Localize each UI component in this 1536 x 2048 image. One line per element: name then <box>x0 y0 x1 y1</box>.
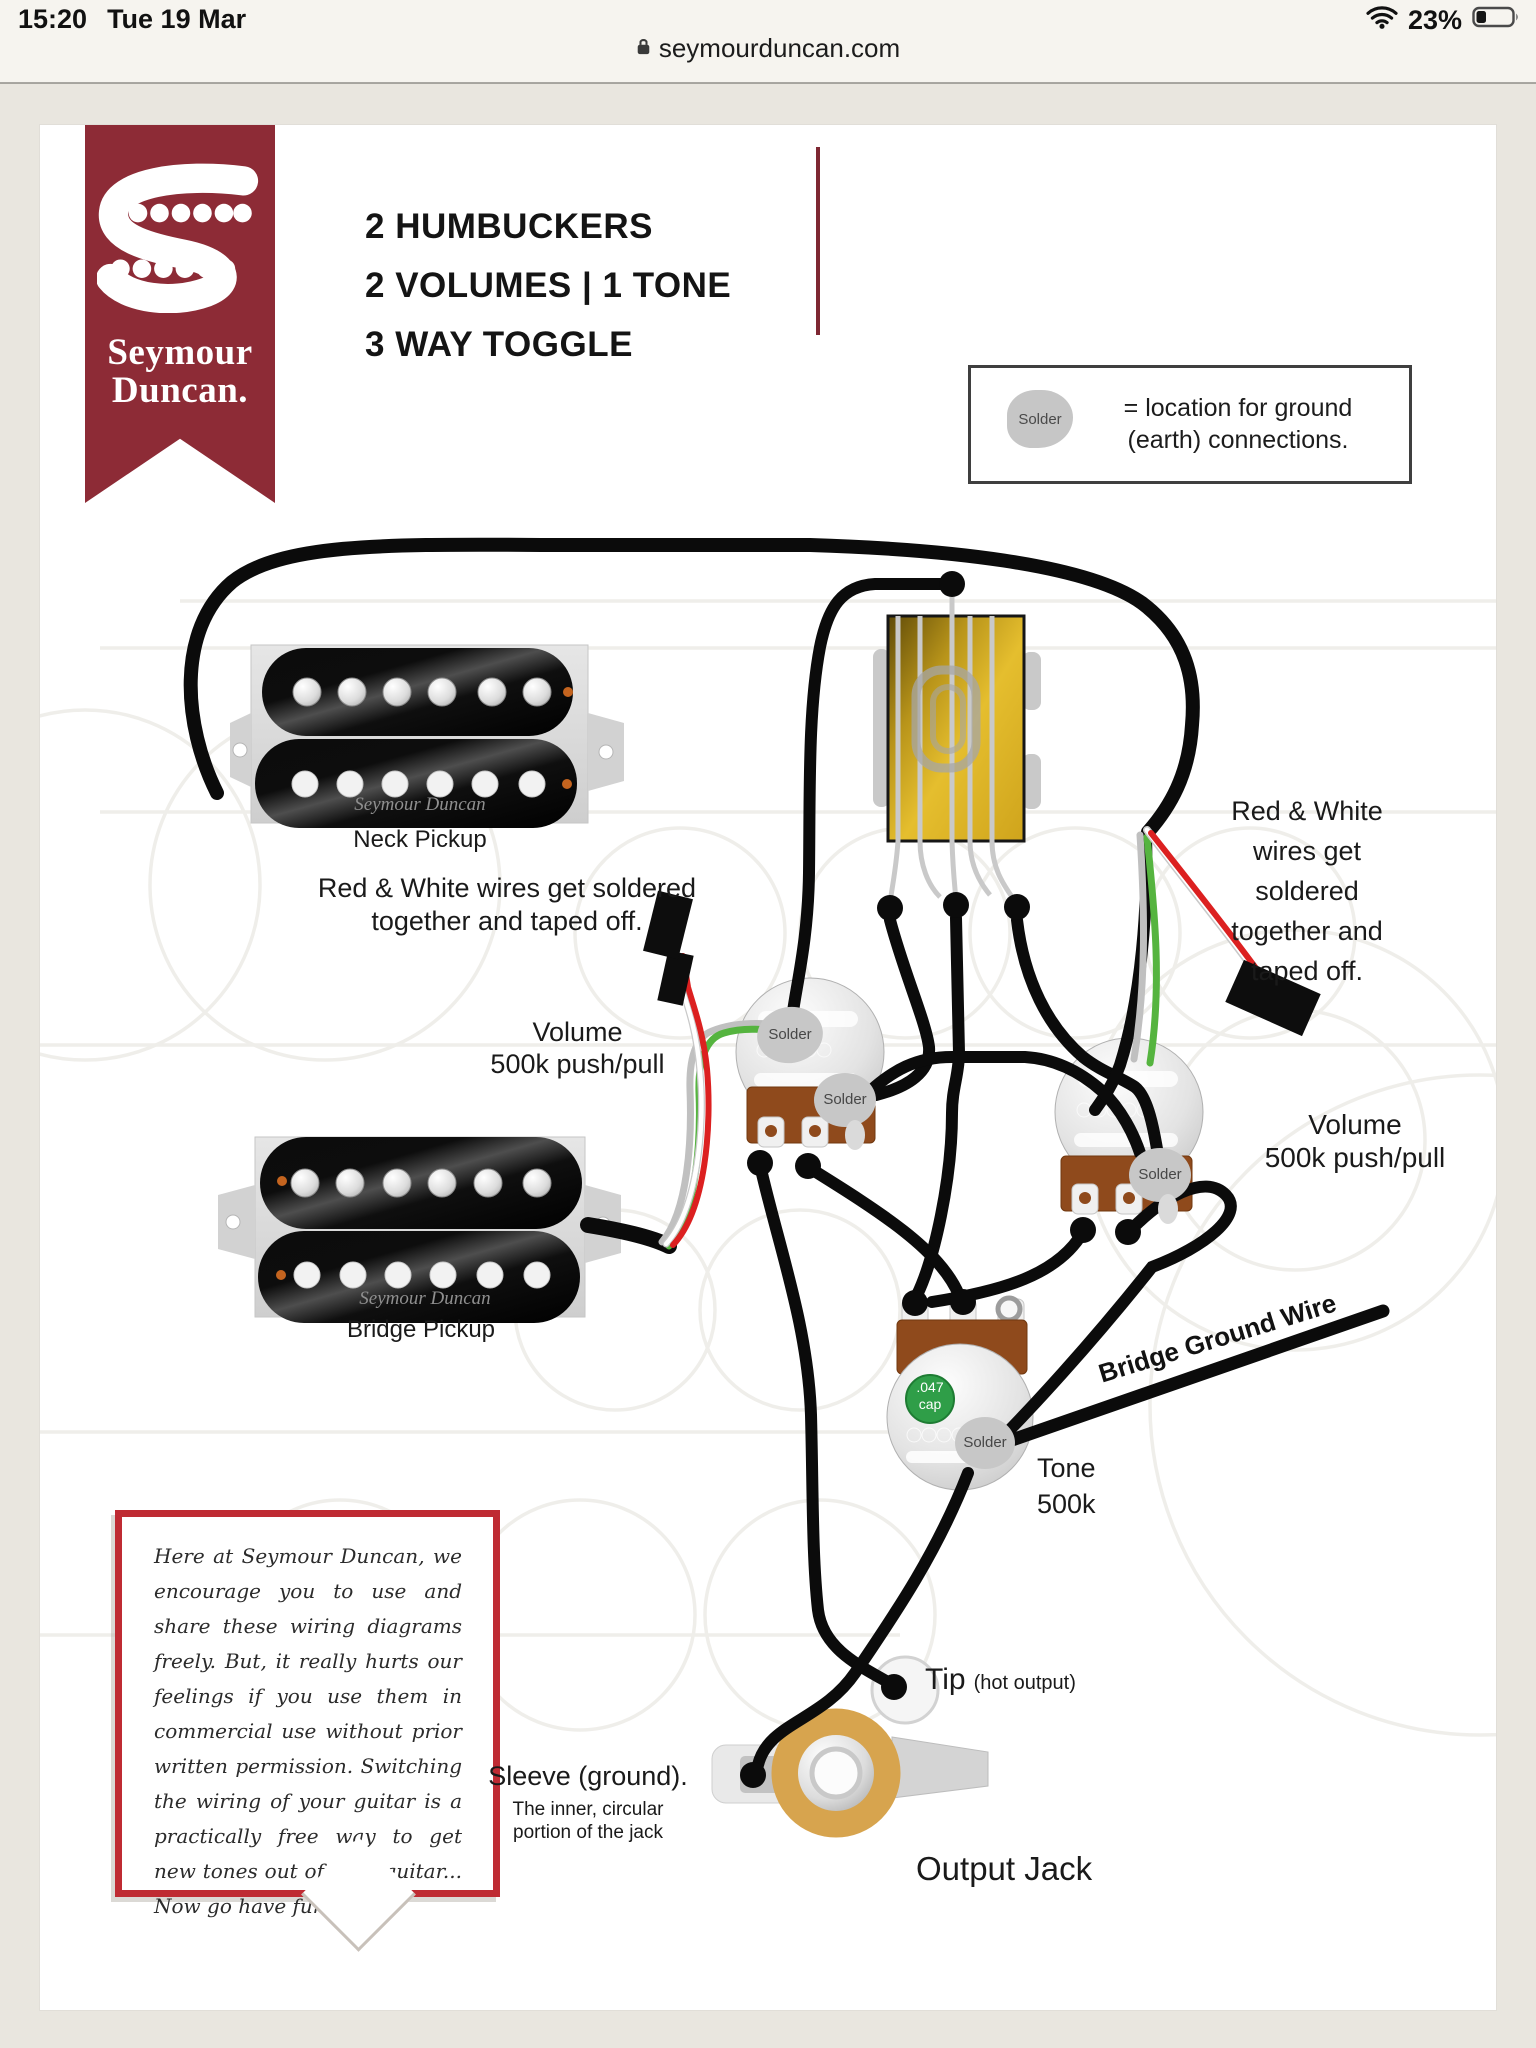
solder-label-1: Solder <box>768 1026 812 1043</box>
solder-joints <box>740 571 1141 1788</box>
capacitor-label: .047 cap <box>916 1379 944 1412</box>
output-jack-graphic <box>711 1655 989 1838</box>
hot-wire-to-tip <box>754 1159 899 1691</box>
legend-solder-blob: Solder <box>1007 390 1073 448</box>
right-volume-label: Volume 500k push/pull <box>1264 1109 1446 1173</box>
battery-percent: 23% <box>1407 5 1462 35</box>
switch-feed-wire <box>785 578 958 1033</box>
right-taped-note: Red & White wires get soldered together … <box>1231 796 1383 986</box>
solder-label-3: Solder <box>1138 1166 1182 1183</box>
address-bar[interactable]: seymourduncan.com <box>0 28 1536 68</box>
solder-legend-box: Solder = location for ground (earth) con… <box>968 365 1412 484</box>
top-chrome: 15:20 Tue 19 Mar 23% seymourduncan.com <box>0 0 1536 83</box>
tip-label: Tip (hot output) <box>925 1663 1076 1696</box>
date: Tue 19 Mar <box>107 4 247 34</box>
wifi-icon <box>1366 5 1398 36</box>
neck-pickup-brand: Seymour Duncan <box>354 794 486 815</box>
tape-blocks <box>643 890 1321 1037</box>
ground-wire-to-sleeve <box>752 1467 974 1771</box>
disclaimer-text: Here at Seymour Duncan, we encourage you… <box>154 1544 462 1918</box>
title-line3: 3 WAY TOGGLE <box>365 325 633 364</box>
url-text: seymourduncan.com <box>658 32 901 63</box>
brand-name-line2: Duncan. <box>111 370 249 411</box>
black-wires <box>183 537 1390 1771</box>
left-taped-note: Red & White wires get soldered together … <box>267 872 747 938</box>
left-volume-label: Volume 500k push/pull <box>490 1017 665 1079</box>
seymour-duncan-ribbon-logo: Seymour Duncan. <box>85 125 275 503</box>
brand-name-line1: Seymour <box>107 332 253 373</box>
neck-pickup-cable <box>183 537 1200 839</box>
bridge-pickup-caption: Bridge Pickup <box>346 1316 496 1343</box>
solder-label-2: Solder <box>823 1091 867 1108</box>
tape-block-left <box>643 890 693 960</box>
neck-pickup-graphic <box>230 644 624 828</box>
clock: 15:20 <box>18 4 88 34</box>
chrome-divider <box>0 82 1536 84</box>
solder-label-4: Solder <box>963 1434 1007 1451</box>
title-line2: 2 VOLUMES | 1 TONE <box>365 266 732 305</box>
bridge-ground-wire <box>985 1304 1390 1454</box>
wiring-diagram-page: Seymour Duncan. 2 HUMBUCKERS 2 VOLUMES |… <box>40 125 1496 2010</box>
neck-pickup-caption: Neck Pickup <box>353 826 487 853</box>
bridge-pickup-graphic <box>218 1136 621 1323</box>
lock-icon <box>636 36 651 61</box>
title-line1: 2 HUMBUCKERS <box>365 207 653 246</box>
colored-wires <box>657 826 1269 1250</box>
toggle-switch-graphic <box>873 597 1041 905</box>
diagram-title: 2 HUMBUCKERS 2 VOLUMES | 1 TONE 3 WAY TO… <box>365 197 731 374</box>
sd-s-logo-icon <box>97 163 259 313</box>
disclaimer-bubble: Here at Seymour Duncan, we encourage you… <box>115 1510 500 1918</box>
tone-capacitor <box>905 1374 955 1424</box>
left-note-line1: Red & White wires get soldered <box>317 873 697 903</box>
tip-joint <box>881 1674 907 1700</box>
left-note-line2: together and taped off. <box>371 906 643 936</box>
sleeve-label: Sleeve (ground). The inner, circular por… <box>488 1761 688 1843</box>
tone-label: Tone 500k <box>1037 1453 1096 1519</box>
output-jack-caption: Output Jack <box>916 1850 1093 1887</box>
title-divider-rule <box>816 147 820 335</box>
tape-block-right <box>1225 959 1321 1037</box>
legend-text-line1: = location for ground <box>1123 394 1353 422</box>
legend-text-line2: (earth) connections. <box>1127 426 1349 454</box>
bridge-pickup-brand: Seymour Duncan <box>359 1288 491 1309</box>
solder-blobs <box>757 1006 1191 1469</box>
wiring-diagram-canvas <box>40 537 1496 1838</box>
status-bar: 15:20 Tue 19 Mar 23% <box>0 0 1536 37</box>
battery-icon <box>1472 4 1522 37</box>
sleeve-joint <box>740 1762 766 1788</box>
